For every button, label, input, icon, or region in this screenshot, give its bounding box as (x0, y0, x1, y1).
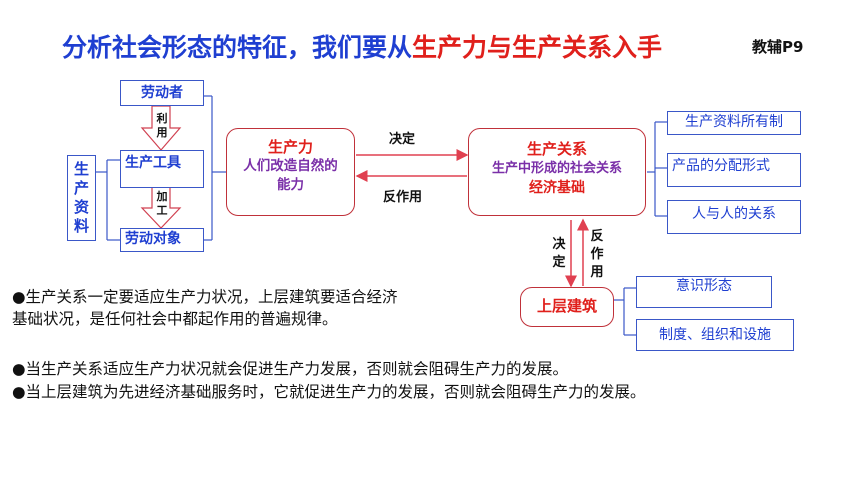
react-v-char-2: 作 (590, 247, 604, 262)
people-relation-label: 人与人的关系 (692, 206, 776, 222)
tool-label: 生产工具 (125, 155, 181, 171)
means-char-4: 料 (73, 217, 89, 235)
relations-item-distribution: 产品的分配形式 (667, 153, 801, 187)
decide-v-char-2: 定 (552, 255, 566, 270)
paragraph-law-line-2: 基础状况，是任何社会中都起作用的普遍规律。 (12, 310, 338, 328)
relations-item-people: 人与人的关系 (667, 200, 801, 234)
superstructure-item-institutions: 制度、组织和设施 (636, 319, 794, 351)
process-char-1: 加 (156, 190, 168, 203)
productivity-desc-2: 能力 (277, 177, 304, 193)
process-char-2: 工 (156, 204, 168, 217)
laborer-label: 劳动者 (141, 85, 183, 101)
superstructure-item-ideology: 意识形态 (636, 276, 772, 308)
productivity-title: 生产力 (267, 138, 313, 156)
use-char-1: 利 (156, 112, 168, 125)
title-part1: 分析社会形态的特征，我们要从 (62, 33, 413, 62)
paragraph-superstructure: ●当上层建筑为先进经济基础服务时，它就促进生产力的发展，否则就会阻碍生产力的发展… (12, 383, 646, 401)
means-char-3: 资 (73, 198, 89, 216)
production-relations-box: 生产关系 生产中形成的社会关系 经济基础 (468, 128, 646, 216)
decide-vertical-label: 决 定 (552, 236, 566, 272)
decide-v-char-1: 决 (552, 237, 566, 252)
superstructure-title: 上层建筑 (536, 297, 597, 315)
textbook-reference: 教辅P9 (752, 38, 804, 56)
decide-label: 决定 (389, 132, 416, 147)
ownership-label: 生产资料所有制 (685, 114, 783, 130)
productivity-desc-1: 人们改造自然的 (243, 158, 338, 174)
react-vertical-label: 反 作 用 (590, 228, 604, 282)
superstructure-box: 上层建筑 (520, 287, 614, 327)
react-v-char-3: 用 (590, 265, 604, 280)
page-title: 分析社会形态的特征，我们要从生产力与生产关系入手 (62, 28, 662, 64)
means-of-production-box: 生 产 资 料 (67, 155, 96, 241)
title-part2: 生产力与生产关系入手 (412, 33, 663, 62)
react-v-char-1: 反 (590, 229, 604, 244)
relations-title: 生产关系 (526, 140, 587, 158)
paragraph-relations: ●当生产关系适应生产力状况就会促进生产力发展，否则就会阻碍生产力的发展。 (12, 360, 569, 378)
distribution-label: 产品的分配形式 (672, 158, 770, 174)
labor-object-box: 劳动对象 (120, 228, 204, 252)
process-label: 加 工 (155, 190, 169, 218)
laborer-box: 劳动者 (120, 80, 204, 106)
use-char-2: 用 (156, 126, 168, 139)
paragraph-law-line-1: ●生产关系一定要适应生产力状况，上层建筑要适合经济 (12, 288, 398, 306)
relations-item-ownership: 生产资料所有制 (667, 111, 801, 135)
productivity-box: 生产力 人们改造自然的 能力 (226, 128, 355, 216)
labor-object-label: 劳动对象 (125, 231, 181, 247)
means-char-2: 产 (73, 179, 89, 197)
relations-desc: 生产中形成的社会关系 (491, 161, 622, 176)
ideology-label: 意识形态 (676, 278, 732, 294)
paragraph-law: ●生产关系一定要适应生产力状况，上层建筑要适合经济 基础状况，是任何社会中都起作… (12, 286, 512, 330)
react-label: 反作用 (383, 190, 423, 205)
use-label: 利 用 (155, 112, 169, 140)
tool-box: 生产工具 (120, 150, 204, 188)
economic-base-label: 经济基础 (529, 180, 585, 196)
means-char-1: 生 (73, 160, 89, 178)
institutions-label: 制度、组织和设施 (659, 327, 771, 343)
